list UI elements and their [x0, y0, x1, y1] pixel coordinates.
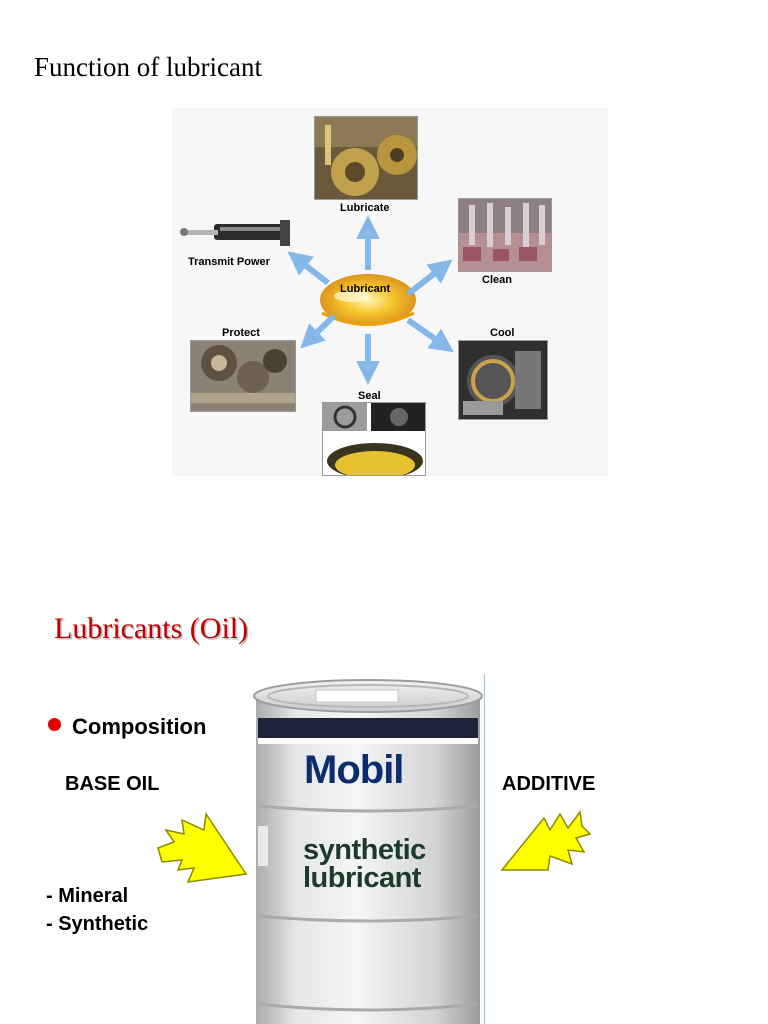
label-cool: Cool [490, 327, 515, 339]
cooling-engine-photo [458, 340, 548, 420]
gears-photo [314, 116, 418, 200]
drum-product-line2: lubricant [303, 862, 421, 894]
mobil-drum-image [253, 679, 483, 1024]
base-oil-synthetic: - Synthetic [46, 913, 149, 935]
arrow-to-protect [300, 313, 337, 349]
base-oil-heading: BASE OIL [65, 773, 160, 795]
arrow-to-clean [406, 259, 453, 297]
label-protect: Protect [222, 327, 260, 339]
label-seal: Seal [358, 390, 381, 402]
diagram-arrows [287, 215, 454, 385]
lubricant-function-diagram: Lubricate Clean Cool Seal Protect Transm… [172, 108, 608, 476]
bullet-composition: Composition [72, 714, 207, 739]
mobil-logo-text: Mobil [304, 748, 404, 793]
bullet-dot [48, 718, 61, 731]
additive-arrow [500, 810, 592, 871]
mobil-brand: Mobil [304, 748, 404, 792]
label-lubricant-center: Lubricant [340, 283, 391, 295]
slide2-title: Lubricants (Oil) [54, 612, 249, 645]
vertical-divider [484, 674, 485, 1024]
additive-heading: ADDITIVE [502, 773, 596, 795]
arrow-to-transmit-power [287, 251, 330, 286]
label-clean: Clean [482, 274, 512, 286]
base-oil-arrow [157, 812, 248, 883]
label-transmit-power: Transmit Power [188, 256, 270, 268]
label-lubricate: Lubricate [340, 202, 390, 214]
seals-photo [322, 402, 426, 476]
drum-product-line1: synthetic [303, 834, 426, 866]
hydraulic-cylinder-photo [180, 220, 290, 246]
gearbox-photo [190, 340, 296, 412]
drum-product-name: synthetic lubricant [303, 834, 426, 894]
base-oil-mineral: - Mineral [46, 885, 129, 907]
slide1-title: Function of lubricant [34, 52, 262, 82]
oil-splash-image [320, 274, 416, 326]
cleaning-photo [458, 198, 552, 272]
arrow-to-cool [406, 317, 454, 353]
